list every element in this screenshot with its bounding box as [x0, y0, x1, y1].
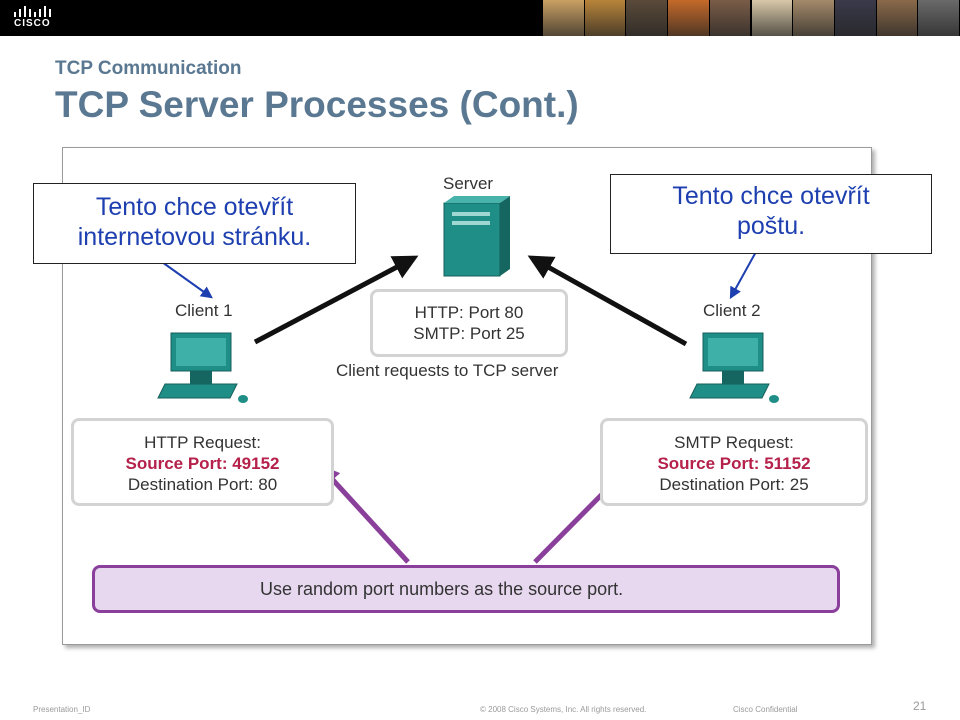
- client1-label: Client 1: [175, 301, 233, 320]
- server-caption: Client requests to TCP server: [336, 361, 559, 380]
- banner-photo: [793, 0, 834, 36]
- client1-to-server-arrow: [253, 255, 419, 345]
- banner-photo: [918, 0, 959, 36]
- cisco-bars-icon: [14, 6, 51, 17]
- purple-arrow-left: [319, 465, 410, 564]
- banner-photo: [584, 0, 626, 36]
- banner-photo: [751, 0, 793, 36]
- slide-subtitle: TCP Communication: [55, 58, 242, 79]
- banner-photo: [709, 0, 751, 36]
- callout-left: Tento chce otevřít internetovou stránku.: [33, 183, 356, 264]
- server-label: Server: [443, 174, 494, 193]
- client1-source-port: Source Port: 49152: [125, 454, 280, 473]
- client2-to-server-arrow: [527, 255, 688, 347]
- random-port-note: Use random port numbers as the source po…: [92, 565, 840, 613]
- footer-presentation-id: Presentation_ID: [33, 705, 91, 714]
- server-ports-box: HTTP: Port 80 SMTP: Port 25: [370, 289, 568, 357]
- slide-title: TCP Server Processes (Cont.): [55, 84, 579, 125]
- callout-right: Tento chce otevřít poštu.: [610, 174, 932, 254]
- callout-left-line2: internetovou stránku.: [77, 223, 312, 251]
- page-number: 21: [913, 699, 927, 713]
- callout-left-line1: Tento chce otevřít: [95, 193, 294, 221]
- logo-text: CISCO: [14, 18, 51, 29]
- photo-strip: [543, 0, 960, 36]
- client1-destination-port: Destination Port: 80: [127, 475, 278, 494]
- client2-request-title: SMTP Request:: [674, 433, 794, 452]
- client1-computer-icon: [157, 332, 248, 403]
- client2-computer-icon: [689, 332, 779, 403]
- footer-copyright: © 2008 Cisco Systems, Inc. All rights re…: [480, 705, 647, 714]
- client2-label: Client 2: [703, 301, 761, 320]
- client2-destination-port: Destination Port: 25: [659, 475, 809, 494]
- callout-right-line1: Tento chce otevřít: [672, 182, 870, 210]
- banner-photo: [668, 0, 709, 36]
- server-port-http: HTTP: Port 80: [414, 303, 524, 322]
- cisco-logo: CISCO: [10, 4, 60, 32]
- callout-left-pointer: [161, 261, 213, 299]
- footer-confidential: Cisco Confidential: [733, 705, 798, 714]
- banner-photo: [834, 0, 876, 36]
- banner-photo: [543, 0, 584, 36]
- top-banner: CISCO: [0, 0, 960, 36]
- banner-photo: [876, 0, 918, 36]
- callout-right-pointer: [729, 249, 758, 300]
- client2-request-box: SMTP Request: Source Port: 51152 Destina…: [600, 418, 868, 506]
- server-port-smtp: SMTP: Port 25: [413, 324, 525, 343]
- callout-right-line2: poštu.: [736, 212, 806, 240]
- client2-source-port: Source Port: 51152: [657, 454, 811, 473]
- client1-request-box: HTTP Request: Source Port: 49152 Destina…: [71, 418, 334, 506]
- server-icon: [443, 196, 510, 277]
- client1-request-title: HTTP Request:: [144, 433, 261, 452]
- banner-photo: [626, 0, 668, 36]
